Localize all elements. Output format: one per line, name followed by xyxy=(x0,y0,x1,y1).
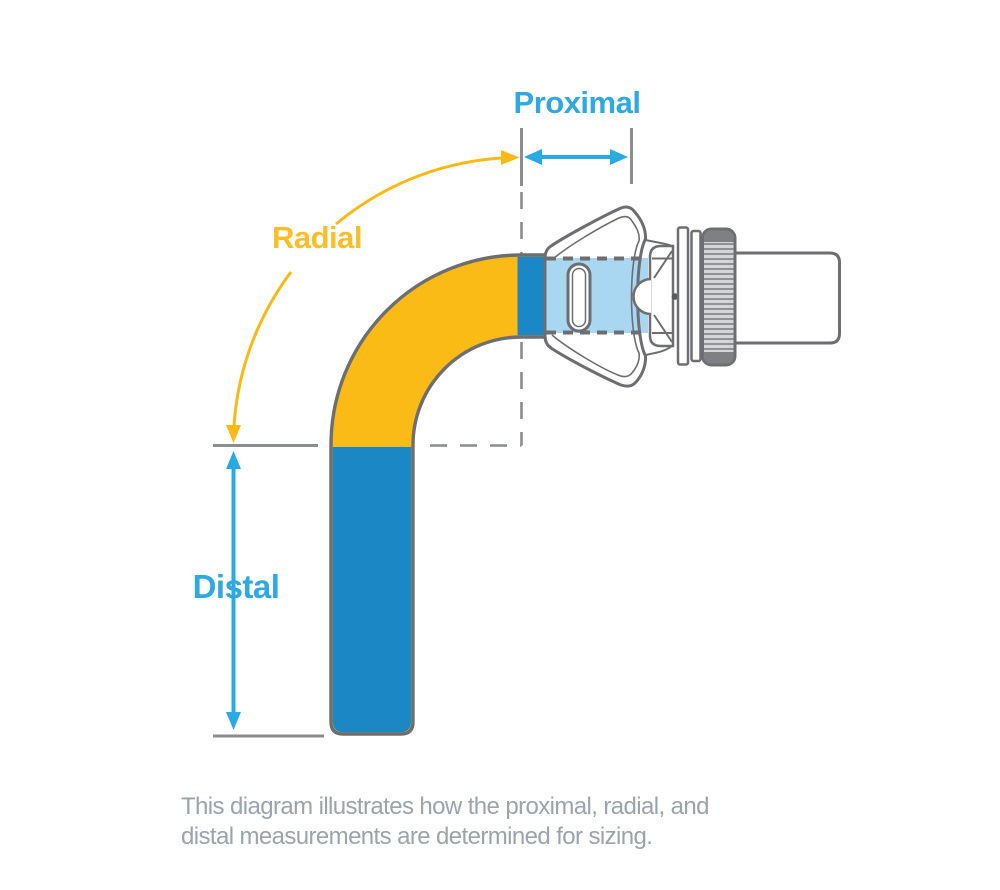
swivel-diagonal-bottom xyxy=(653,314,673,343)
tube-outline xyxy=(329,253,548,736)
swivel-top-curve xyxy=(644,239,673,247)
connector-assembly xyxy=(543,205,841,388)
diagram-caption: This diagram illustrates how the proxima… xyxy=(181,792,821,851)
distal-arrowhead-down xyxy=(226,712,241,730)
knurled-ring xyxy=(701,227,737,367)
distal-label: Distal xyxy=(193,568,280,605)
distal-arrowhead-up xyxy=(226,451,241,469)
radial-arc-upper xyxy=(335,156,515,226)
swivel-bottom-curve xyxy=(644,345,673,356)
swivel-diagonal-top xyxy=(653,250,673,279)
knurled-ring-top-shade xyxy=(704,230,734,242)
connector-barrel xyxy=(733,251,841,345)
knurled-ring-body xyxy=(701,227,737,367)
caption-line-1: This diagram illustrates how the proxima… xyxy=(181,793,709,820)
swivel-joint xyxy=(632,239,675,356)
neck-flange-inner-line xyxy=(551,215,640,378)
swivel-pivot-dot xyxy=(671,293,679,300)
swivel-ball-arc xyxy=(632,277,652,316)
radial-arrowhead-right xyxy=(501,150,520,165)
tube-distal-segment xyxy=(332,447,412,733)
distal-arrow xyxy=(226,451,241,730)
caption-line-2: distal measurements are determined for s… xyxy=(181,822,653,850)
radial-label: Radial xyxy=(272,220,362,255)
connector-plate-1 xyxy=(676,226,690,366)
proximal-arrowhead-right xyxy=(610,149,628,165)
radial-arc-lower xyxy=(232,271,293,434)
flange-slot xyxy=(566,262,592,333)
proximal-arrow xyxy=(524,149,628,165)
knurled-ring-bottom-shade xyxy=(704,352,734,364)
proximal-arrowhead-left xyxy=(524,149,542,165)
proximal-label: Proximal xyxy=(514,85,641,120)
tube-proximal-segment xyxy=(517,256,547,336)
swivel-housing xyxy=(648,244,675,348)
flange-slot-inner-line xyxy=(571,267,587,328)
tracheostomy-tube xyxy=(329,253,548,736)
radial-arrowhead-down xyxy=(226,425,241,443)
connector-plate-2 xyxy=(690,229,702,363)
radial-arc-arrow xyxy=(226,150,520,443)
